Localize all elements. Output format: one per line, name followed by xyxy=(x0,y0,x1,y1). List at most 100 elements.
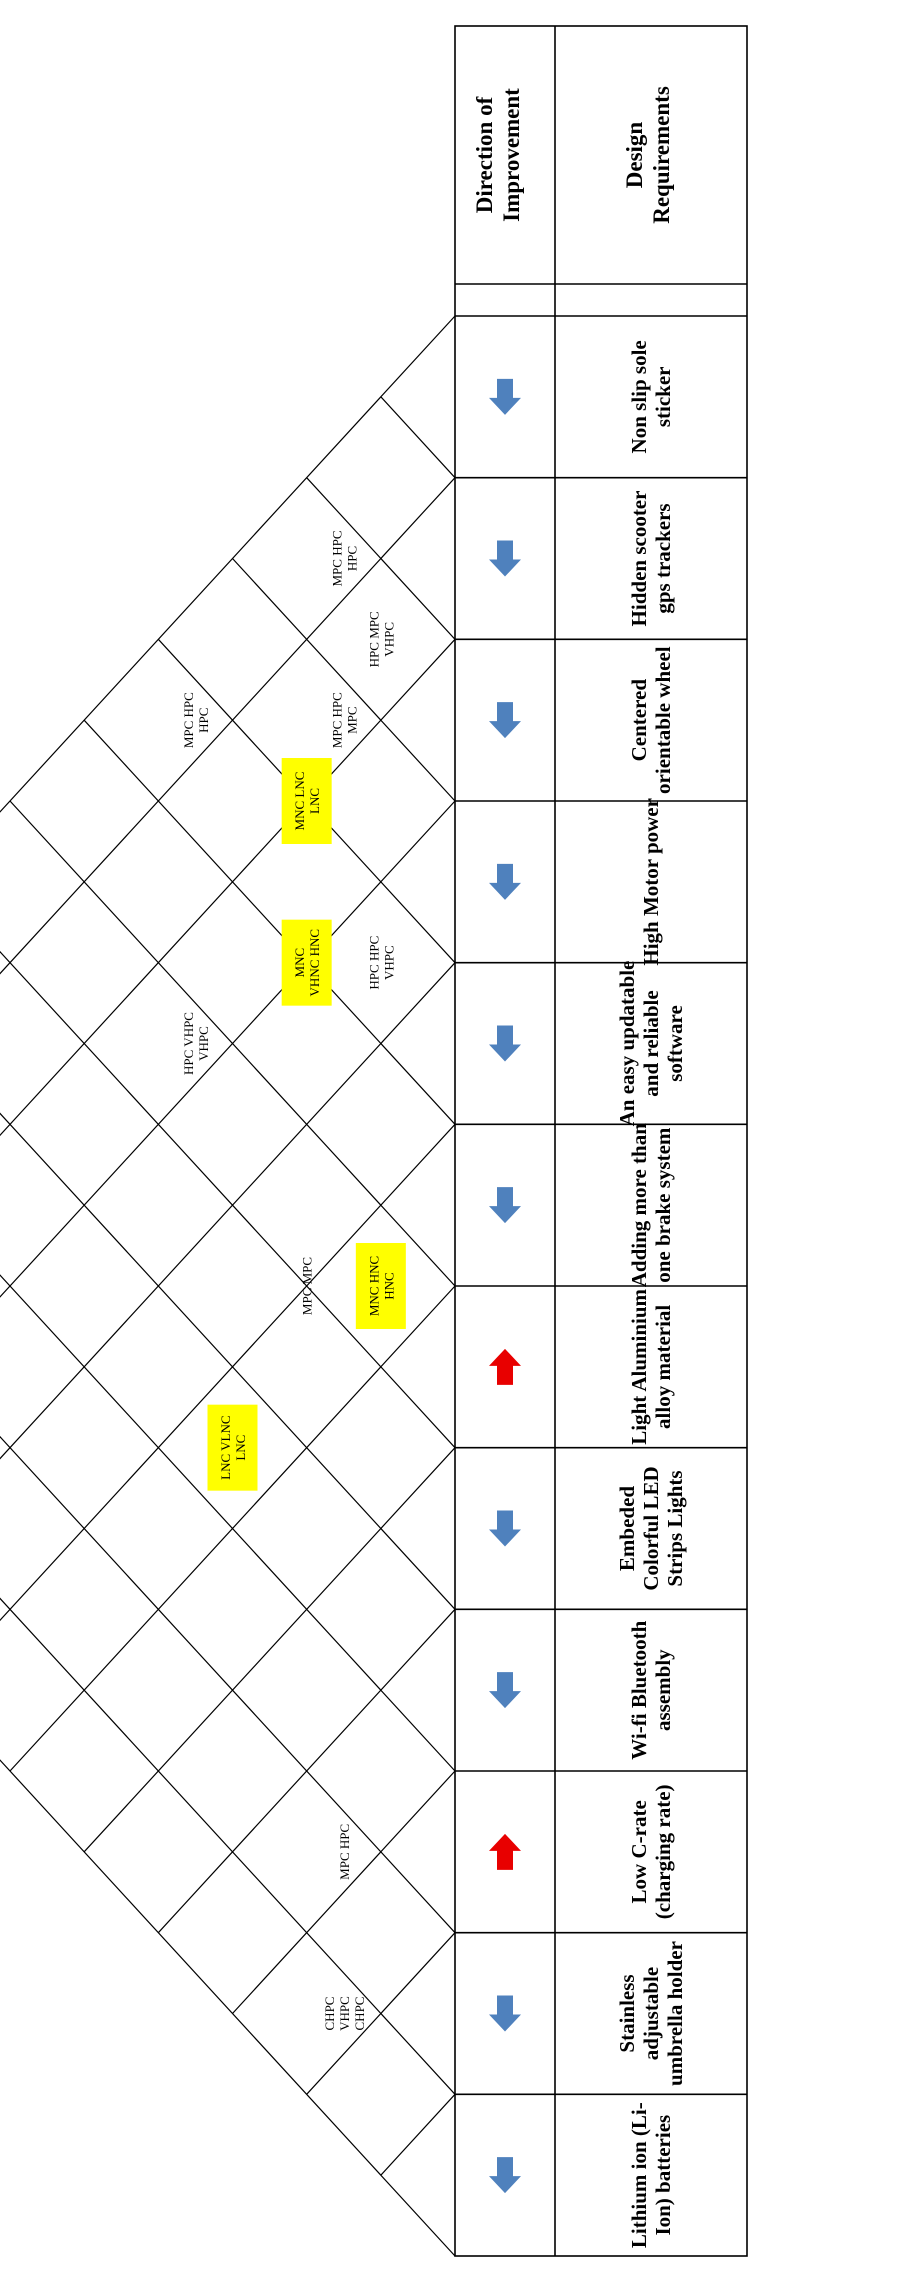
arrow-up-icon xyxy=(489,2157,521,2194)
correlation-label: HPC MPCVHPC xyxy=(366,611,396,667)
requirement-label-line: alloy material xyxy=(651,1305,675,1429)
correlation-label-line: MNC LNC xyxy=(292,772,307,831)
correlation-label: MPC HPC xyxy=(337,1824,352,1880)
roof-line xyxy=(0,477,456,1368)
arrow-up-icon xyxy=(489,1995,521,2032)
requirement-label-line: and reliable xyxy=(639,990,663,1096)
requirement-label-line: Stainless xyxy=(615,1974,639,2052)
correlation-label-line: VHPC xyxy=(337,1996,352,2031)
correlation-label-line: HPC HPC xyxy=(366,936,381,990)
roof-line xyxy=(380,2093,456,2176)
correlation-label-line: LNC xyxy=(307,788,322,814)
requirements-label: DesignRequirements xyxy=(622,86,674,224)
requirement-label-line: Non slip sole xyxy=(627,340,651,453)
correlation-label: MPC MPC xyxy=(300,1257,315,1315)
correlation-highlight xyxy=(355,1243,406,1329)
roof-line xyxy=(232,1770,456,2014)
requirement-label: Wi-fi Bluetoothassembly xyxy=(627,1620,675,1759)
correlation-highlight xyxy=(207,1404,258,1491)
correlation-highlight xyxy=(281,919,332,1006)
correlation-label-line: CHPC xyxy=(322,1997,337,2031)
correlation-label-line: VHNC HNC xyxy=(307,929,322,997)
correlation-label: MNC LNCLNC xyxy=(292,772,322,831)
requirement-label-line: Adding more than xyxy=(627,1123,651,1287)
requirement-label-line: An easy updatable xyxy=(615,961,639,1127)
correlation-label: HPC HPCVHPC xyxy=(366,936,396,990)
correlation-label: MPC HPCMPC xyxy=(329,692,359,748)
direction-label-line: Improvement xyxy=(499,88,524,222)
roof-line xyxy=(232,558,456,802)
requirement-label-line: adjustable xyxy=(639,1967,663,2060)
roof-line xyxy=(380,396,456,479)
requirements-label-line: Requirements xyxy=(649,86,674,224)
requirement-label-line: one brake system xyxy=(651,1127,675,1283)
correlation-label-line: HPC xyxy=(344,546,359,571)
requirement-label-line: Low C-rate xyxy=(627,1800,651,1903)
roof-line xyxy=(157,1608,456,1934)
requirement-label: High Motor power xyxy=(639,798,663,966)
requirement-label-line: Embeded xyxy=(615,1486,639,1572)
requirements-table xyxy=(454,25,748,2257)
correlation-label-line: LNC VLNC xyxy=(218,1415,233,1479)
arrow-down-icon xyxy=(489,1833,521,1870)
arrow-up-icon xyxy=(489,863,521,900)
correlation-label-line: MPC xyxy=(344,706,359,733)
requirement-label: EmbededColorful LEDStrips Lights xyxy=(615,1466,687,1590)
correlation-label-line: MPC HPC xyxy=(329,692,344,748)
requirement-label-line: software xyxy=(663,1005,687,1082)
correlation-label-line: MPC HPC xyxy=(337,1824,352,1880)
correlation-label-line: HNC xyxy=(381,1272,396,1299)
arrow-up-icon xyxy=(489,378,521,415)
roof-line xyxy=(0,1123,456,1691)
requirement-label-line: gps trackers xyxy=(651,503,675,613)
correlation-label-line: MPC HPC xyxy=(181,692,196,748)
requirement-label: Adding more thanone brake system xyxy=(627,1123,675,1287)
requirement-label-line: Hidden scooter xyxy=(627,491,651,627)
requirement-label-line: Wi-fi Bluetooth xyxy=(627,1620,651,1759)
requirement-label: An easy updatableand reliablesoftware xyxy=(615,961,687,1127)
correlation-label: MPC HPCHPC xyxy=(181,692,211,748)
table-header: Direction ofImprovement DesignRequiremen… xyxy=(472,86,674,224)
roof-line xyxy=(83,719,456,1125)
requirement-label: Lithium ion (Li-Ion) batteries xyxy=(627,2102,675,2248)
correlation-label-line: VHPC xyxy=(196,1026,211,1061)
roof-line xyxy=(0,881,456,1449)
roof-line xyxy=(0,962,456,1610)
arrow-up-icon xyxy=(489,702,521,739)
roof-line xyxy=(0,315,456,1287)
correlation-label-line: VHPC xyxy=(381,622,396,657)
requirement-label-line: Lithium ion (Li- xyxy=(627,2102,651,2248)
correlation-label-line: CHPC xyxy=(352,1997,367,2031)
arrow-up-icon xyxy=(489,540,521,577)
requirement-label-line: (charging rate) xyxy=(651,1784,675,1919)
correlation-label: MNCVHNC HNC xyxy=(292,929,322,997)
requirement-label: Light Aluminiumalloy material xyxy=(627,1288,675,1444)
correlation-label-line: LNC xyxy=(233,1435,248,1461)
requirement-label-line: High Motor power xyxy=(639,798,663,966)
direction-label: Direction ofImprovement xyxy=(472,88,524,222)
correlation-label-line: HPC MPC xyxy=(366,611,381,667)
roof-line xyxy=(0,1043,456,1772)
correlation-label-line: VHPC xyxy=(381,945,396,980)
roof-line xyxy=(0,1204,456,2095)
roof-line xyxy=(83,1447,456,1853)
direction-label-line: Direction of xyxy=(472,96,497,213)
correlation-label: MNC HNCHNC xyxy=(366,1256,396,1316)
arrow-up-icon xyxy=(489,1025,521,1062)
requirement-label: Non slip solesticker xyxy=(627,340,675,453)
requirement-label-line: assembly xyxy=(651,1649,675,1731)
correlation-label-line: MNC xyxy=(292,948,307,978)
roof-line xyxy=(306,1932,456,2095)
correlation-label: HPC VHPCVHPC xyxy=(181,1012,211,1075)
requirement-label-line: sticker xyxy=(651,367,675,428)
requirement-label-line: Centered xyxy=(627,679,651,762)
requirement-label-line: Strips Lights xyxy=(663,1470,687,1586)
correlation-label: LNC VLNCLNC xyxy=(218,1415,248,1479)
requirement-label: Stainlessadjustableumbrella holder xyxy=(615,1941,687,2086)
requirement-label-line: umbrella holder xyxy=(663,1941,687,2086)
arrow-up-icon xyxy=(489,1672,521,1709)
correlation-label-line: MNC HNC xyxy=(366,1256,381,1316)
requirement-label-line: Ion) batteries xyxy=(651,2115,675,2236)
